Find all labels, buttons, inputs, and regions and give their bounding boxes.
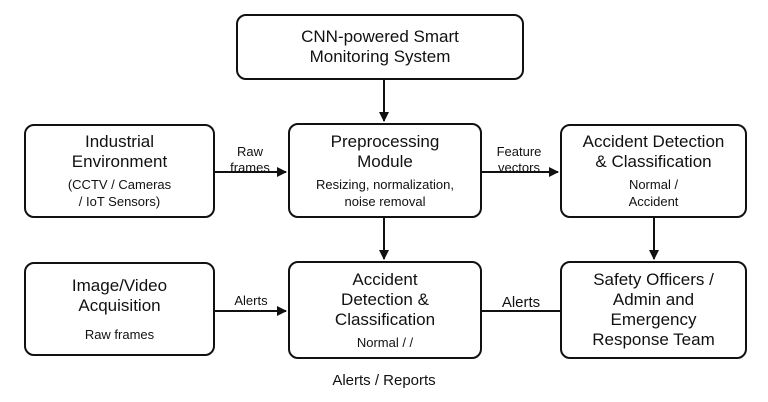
title-line1: CNN-powered Smart bbox=[301, 27, 459, 46]
preprocessing-line2: Module bbox=[357, 151, 413, 171]
preprocessing-sub1: Resizing, normalization, bbox=[315, 176, 454, 192]
industrial-line1: Industrial bbox=[85, 132, 154, 151]
detection-mid-sub1: Normal / / bbox=[356, 334, 414, 350]
detection-mid-node: Accident Detection & Classification Norm… bbox=[288, 261, 482, 359]
edge-label-frames: frames bbox=[230, 160, 270, 175]
safety-line3: Emergency bbox=[610, 310, 697, 329]
safety-node: Safety Officers / Admin and Emergency Re… bbox=[560, 261, 747, 359]
safety-line1: Safety Officers / bbox=[593, 270, 714, 289]
edge-label-vectors: vectors bbox=[498, 160, 540, 175]
edge-label-raw-frames: Raw frames bbox=[222, 144, 278, 176]
edge-label-feature: Feature bbox=[496, 144, 542, 159]
title-line2: Monitoring System bbox=[309, 47, 451, 66]
preprocessing-node: Preprocessing Module Resizing, normaliza… bbox=[288, 123, 482, 218]
industrial-sub2: / IoT Sensors) bbox=[78, 194, 161, 209]
title-node: CNN-powered Smart Monitoring System bbox=[236, 14, 524, 80]
preprocessing-line1: Preprocessing bbox=[330, 131, 440, 151]
preprocessing-sub2: noise removal bbox=[344, 193, 426, 209]
safety-line2: Admin and bbox=[612, 290, 695, 309]
edge-label-alerts-left: Alerts bbox=[234, 293, 268, 308]
industrial-line2: Environment bbox=[71, 152, 168, 171]
detection-top-node: Accident Detection & Classification Norm… bbox=[560, 124, 747, 218]
acquisition-line1: Image/Video bbox=[71, 275, 168, 295]
diagram-caption: Alerts / Reports bbox=[332, 372, 436, 389]
industrial-environment-node: Industrial Environment (CCTV / Cameras /… bbox=[24, 124, 215, 218]
detection-mid-line2: Detection & bbox=[341, 289, 429, 309]
edge-label-alerts-right: Alerts bbox=[501, 294, 541, 311]
edge-label-feature-vectors: Feature vectors bbox=[486, 144, 552, 176]
safety-line4: Response Team bbox=[592, 330, 715, 349]
acquisition-line2: Acquisition bbox=[78, 295, 161, 315]
detection-mid-line3: Classification bbox=[334, 309, 436, 329]
acquisition-node: Image/Video Acquisition Raw frames bbox=[24, 262, 215, 356]
detection-top-sub2: Accident bbox=[628, 194, 679, 209]
industrial-sub1: (CCTV / Cameras bbox=[67, 177, 172, 192]
detection-top-line2: & Classification bbox=[595, 152, 712, 171]
acquisition-sub1: Raw frames bbox=[84, 326, 155, 342]
detection-top-sub1: Normal / bbox=[628, 177, 679, 192]
edge-label-raw: Raw bbox=[236, 144, 263, 159]
detection-top-line1: Accident Detection bbox=[582, 132, 725, 151]
detection-mid-line1: Accident bbox=[352, 269, 418, 289]
